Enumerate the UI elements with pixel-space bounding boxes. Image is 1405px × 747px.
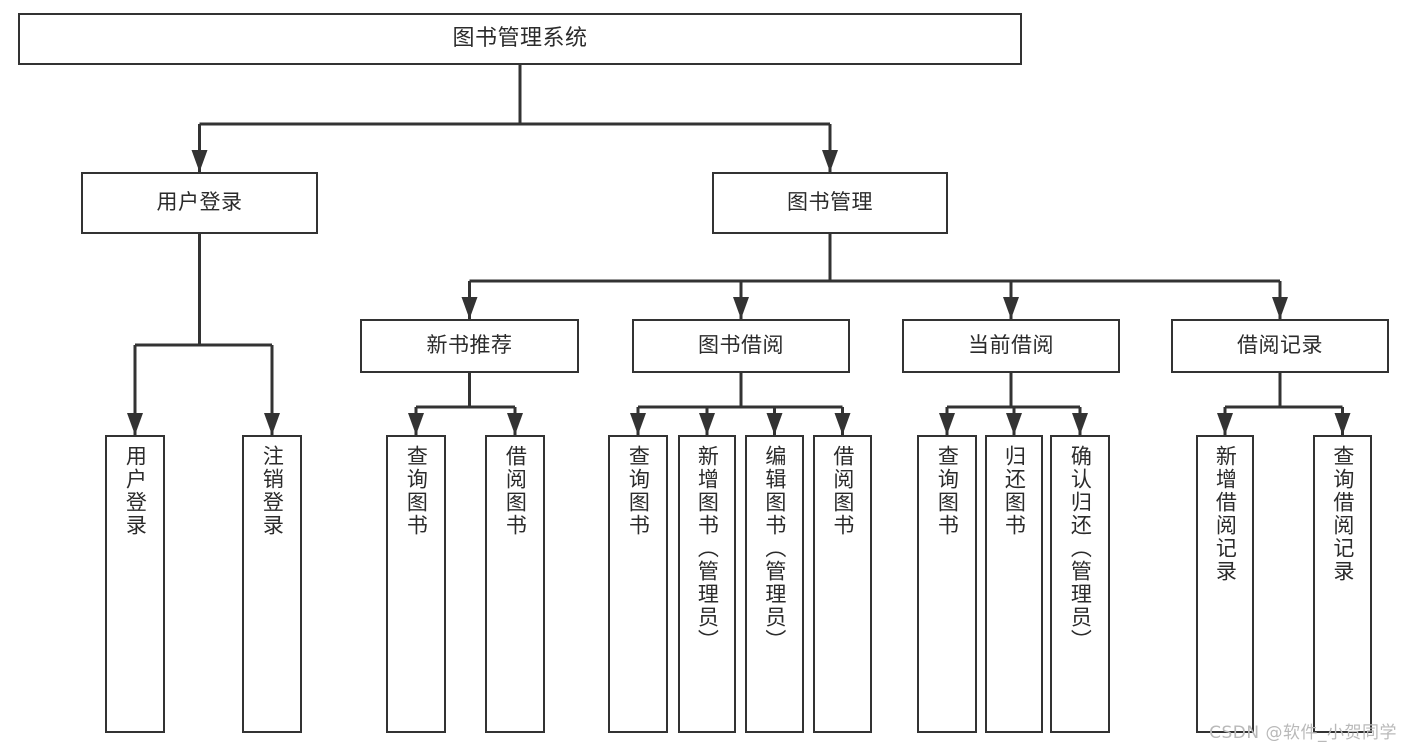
node-book-borrow[interactable]: 图书借阅 — [632, 319, 850, 373]
node-label: 编辑图书（管理员） — [762, 445, 787, 652]
node-borrow-record[interactable]: 借阅记录 — [1171, 319, 1389, 373]
node-label: 注销登录 — [260, 445, 285, 537]
node-leaf-add-book[interactable]: 新增图书（管理员） — [678, 435, 736, 733]
node-label: 归还图书 — [1002, 445, 1027, 537]
node-label: 查询图书 — [935, 445, 960, 537]
node-label: 查询图书 — [626, 445, 651, 537]
node-label: 新书推荐 — [426, 333, 513, 358]
node-label: 图书管理系统 — [452, 25, 588, 51]
watermark: CSDN @软件_小贺同学 — [1209, 723, 1397, 743]
node-label: 查询借阅记录 — [1330, 445, 1355, 583]
node-label: 用户登录 — [156, 190, 243, 215]
node-leaf-confirm-return[interactable]: 确认归还（管理员） — [1050, 435, 1110, 733]
node-current-borrow[interactable]: 当前借阅 — [902, 319, 1120, 373]
node-leaf-borrow-book-1[interactable]: 借阅图书 — [485, 435, 545, 733]
node-root[interactable]: 图书管理系统 — [18, 13, 1022, 65]
node-leaf-edit-book[interactable]: 编辑图书（管理员） — [745, 435, 804, 733]
node-new-book-rec[interactable]: 新书推荐 — [360, 319, 579, 373]
node-leaf-return-book[interactable]: 归还图书 — [985, 435, 1043, 733]
node-label: 图书管理 — [787, 190, 873, 215]
node-leaf-borrow-book-2[interactable]: 借阅图书 — [813, 435, 872, 733]
node-leaf-add-record[interactable]: 新增借阅记录 — [1196, 435, 1254, 733]
node-leaf-query-book-3[interactable]: 查询图书 — [917, 435, 977, 733]
node-leaf-logout[interactable]: 注销登录 — [242, 435, 302, 733]
node-label: 当前借阅 — [968, 333, 1054, 358]
node-leaf-query-record[interactable]: 查询借阅记录 — [1313, 435, 1372, 733]
node-label: 确认归还（管理员） — [1068, 445, 1093, 652]
node-label: 借阅图书 — [503, 445, 528, 537]
node-label: 图书借阅 — [698, 333, 784, 358]
node-label: 新增借阅记录 — [1213, 445, 1238, 583]
node-leaf-query-book-2[interactable]: 查询图书 — [608, 435, 668, 733]
node-leaf-query-book-1[interactable]: 查询图书 — [386, 435, 446, 733]
node-user-login[interactable]: 用户登录 — [81, 172, 318, 234]
node-label: 用户登录 — [123, 445, 148, 537]
node-label: 查询图书 — [404, 445, 429, 537]
node-label: 借阅图书 — [830, 445, 855, 537]
node-leaf-user-login[interactable]: 用户登录 — [105, 435, 165, 733]
node-label: 借阅记录 — [1237, 333, 1323, 358]
node-book-manage[interactable]: 图书管理 — [712, 172, 948, 234]
node-label: 新增图书（管理员） — [695, 445, 720, 652]
